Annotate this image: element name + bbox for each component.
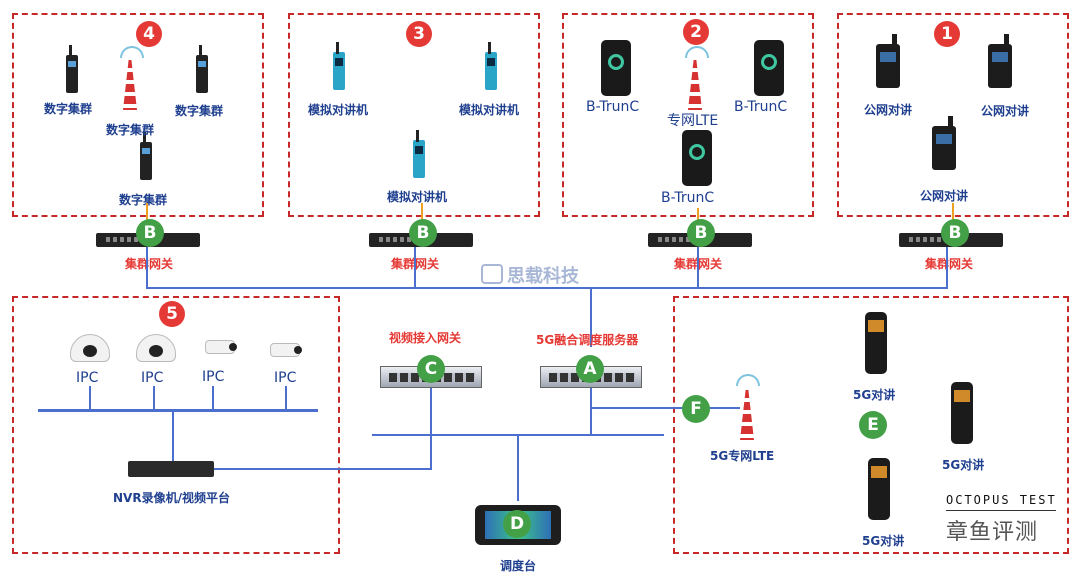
backbone-bus — [146, 287, 948, 289]
link-zone1-gateway — [952, 203, 954, 231]
digital-radio-icon — [196, 45, 208, 93]
link-ipc2 — [153, 386, 155, 410]
link-gw2-drop — [697, 247, 699, 289]
badge-3: 3 — [406, 21, 432, 47]
link-ipc4 — [285, 386, 287, 410]
label-btrunc-2: B-TrunC — [734, 99, 788, 115]
link-gw4-drop — [146, 247, 148, 289]
label-btrunc-1: B-TrunC — [586, 99, 640, 115]
btrunc-phone-icon — [754, 40, 784, 96]
label-ipc-3: IPC — [202, 369, 225, 385]
5g-ptt-icon — [868, 458, 890, 520]
badge-b: B — [409, 219, 437, 247]
link-ipc3 — [212, 386, 214, 410]
label-ipc-4: IPC — [274, 370, 297, 386]
label-analog-1: 模拟对讲机 — [308, 103, 369, 117]
badge-b: B — [136, 219, 164, 247]
watermark-text: 思载科技 — [507, 266, 579, 287]
ipc-bus — [38, 409, 318, 412]
public-ptt-icon — [932, 116, 956, 170]
nvr-icon — [128, 461, 214, 477]
zone-digital-trunking — [12, 13, 264, 217]
label-public-1: 公网对讲 — [864, 103, 913, 117]
analog-radio-icon — [413, 130, 425, 178]
5g-ptt-icon — [865, 312, 887, 374]
badge-b: B — [687, 219, 715, 247]
label-public-2: 公网对讲 — [981, 104, 1030, 118]
label-lte-private: 专网LTE — [667, 113, 719, 129]
label-digital-2: 数字集群 — [106, 123, 155, 137]
label-digital-3: 数字集群 — [175, 104, 224, 118]
brand-en: OCTOPUS TEST — [946, 493, 1057, 507]
badge-5: 5 — [159, 301, 185, 327]
link-bus-server — [590, 287, 592, 347]
label-ipc-2: IPC — [141, 370, 164, 386]
zone-ipc — [12, 296, 340, 554]
digital-radio-icon — [66, 45, 78, 93]
label-5g-ptt-3: 5G对讲 — [862, 534, 905, 548]
label-digital-1: 数字集群 — [44, 102, 93, 116]
link-gw1-drop — [946, 247, 948, 289]
gateway-label: 集群网关 — [125, 257, 174, 271]
btrunc-phone-icon — [682, 130, 712, 186]
label-5g-lte: 5G专网LTE — [710, 449, 775, 463]
bullet-camera-icon — [205, 340, 237, 354]
digital-radio-icon — [140, 132, 152, 180]
label-5g-ptt-2: 5G对讲 — [942, 458, 985, 472]
btrunc-phone-icon — [601, 40, 631, 96]
bullet-camera-icon — [270, 343, 302, 357]
link-zone3-gateway — [421, 203, 423, 231]
link-ipcbus-nvr — [172, 411, 174, 463]
badge-c: C — [417, 355, 445, 383]
zone-btrunc — [562, 13, 814, 217]
badge-d: D — [503, 510, 531, 538]
badge-2: 2 — [683, 19, 709, 45]
public-ptt-icon — [988, 34, 1012, 88]
label-analog-2: 模拟对讲机 — [459, 103, 520, 117]
label-video-gateway: 视频接入网关 — [389, 331, 462, 345]
zone-analog-radio — [288, 13, 540, 217]
badge-1: 1 — [934, 21, 960, 47]
label-console: 调度台 — [500, 559, 537, 573]
5g-ptt-icon — [951, 382, 973, 444]
link-server-lte — [590, 407, 740, 409]
watermark-s-icon — [481, 264, 503, 284]
badge-f: F — [682, 395, 710, 423]
link-zone4-gateway — [146, 203, 148, 231]
label-digital-4: 数字集群 — [119, 193, 168, 207]
dome-camera-icon — [136, 334, 176, 362]
link-ipc1 — [89, 386, 91, 410]
label-5g-ptt-1: 5G对讲 — [853, 388, 896, 402]
gateway-label: 集群网关 — [925, 257, 974, 271]
label-btrunc-3: B-TrunC — [661, 190, 715, 206]
zone-5g-ptt — [673, 296, 1069, 554]
brand-cn: 章鱼评测 — [946, 520, 1039, 545]
label-analog-3: 模拟对讲机 — [387, 190, 448, 204]
link-server-bus — [590, 388, 592, 436]
label-server: 5G融合调度服务器 — [536, 333, 639, 347]
link-nvr-vgw — [214, 468, 432, 470]
label-public-3: 公网对讲 — [920, 189, 969, 203]
brand-underline — [946, 510, 1056, 511]
link-gw3-drop — [414, 247, 416, 289]
label-nvr: NVR录像机/视频平台 — [113, 491, 230, 505]
badge-b: B — [941, 219, 969, 247]
link-bus-console — [517, 435, 519, 501]
label-ipc-1: IPC — [76, 370, 99, 386]
link-vgw-nvr — [430, 388, 432, 470]
analog-radio-icon — [333, 42, 345, 90]
analog-radio-icon — [485, 42, 497, 90]
badge-4: 4 — [136, 21, 162, 47]
badge-a: A — [576, 355, 604, 383]
public-ptt-icon — [876, 34, 900, 88]
badge-e: E — [859, 411, 887, 439]
